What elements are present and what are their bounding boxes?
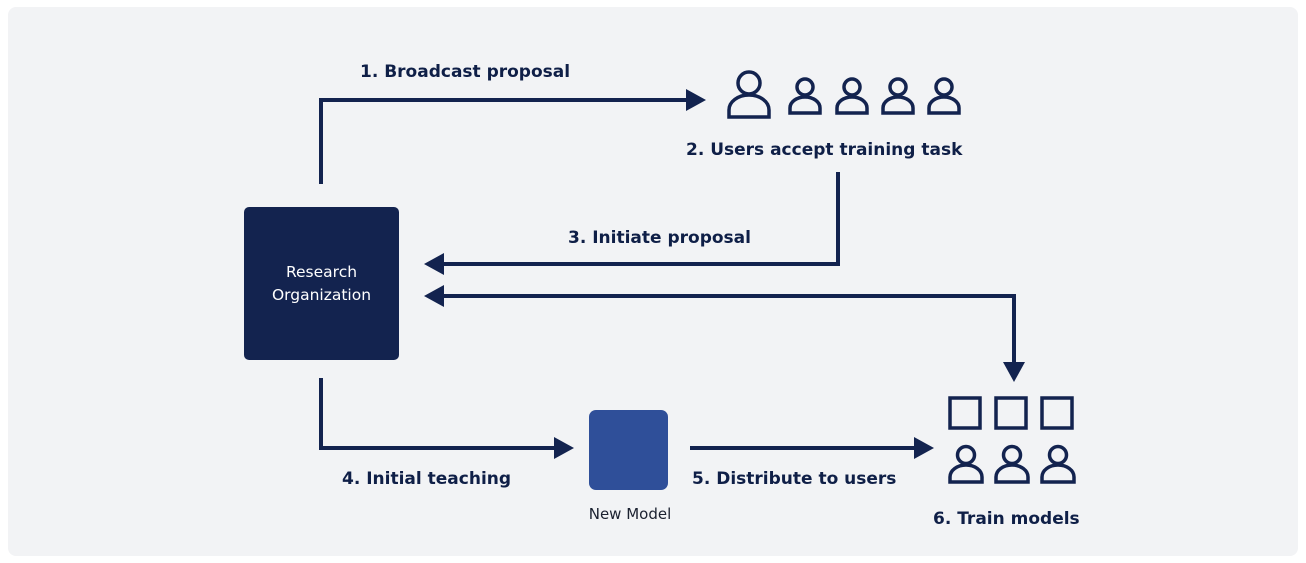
step-6-label: 6. Train models	[933, 509, 1080, 529]
screen-icon	[994, 396, 1028, 430]
arrowhead-train	[1003, 362, 1025, 382]
arrowhead-train-to-org	[424, 285, 444, 307]
user-icon	[835, 77, 869, 115]
step-1-label: 1. Broadcast proposal	[360, 62, 571, 82]
arrowhead-teaching	[554, 437, 574, 459]
arrow-train-link	[440, 294, 1016, 368]
user-icon	[994, 444, 1030, 484]
step-4-label: 4. Initial teaching	[342, 469, 512, 489]
users-top-group	[727, 70, 961, 119]
user-icon	[927, 77, 961, 115]
research-organization-label: Research Organization	[271, 262, 372, 304]
arrowhead-distribute	[914, 437, 934, 459]
screen-icon	[1040, 396, 1074, 430]
arrowhead-initiate	[424, 253, 444, 275]
screen-icon	[948, 396, 982, 430]
arrow-broadcast	[319, 98, 690, 184]
step-2-label: 2. Users accept training task	[686, 140, 963, 160]
arrow-initiate	[440, 172, 840, 266]
users-bottom-group	[948, 444, 1076, 484]
user-icon	[788, 77, 822, 115]
new-model-node	[589, 410, 668, 490]
user-icon	[1040, 444, 1076, 484]
user-icon	[881, 77, 915, 115]
research-organization-node: Research Organization	[244, 207, 399, 360]
arrowhead-broadcast	[686, 89, 706, 111]
new-model-label: New Model	[588, 505, 672, 523]
step-5-label: 5. Distribute to users	[692, 469, 897, 489]
step-3-label: 3. Initiate proposal	[568, 228, 751, 248]
screens-group	[948, 396, 1074, 430]
user-icon	[948, 444, 984, 484]
user-icon	[727, 70, 771, 119]
arrow-teaching	[319, 378, 558, 450]
